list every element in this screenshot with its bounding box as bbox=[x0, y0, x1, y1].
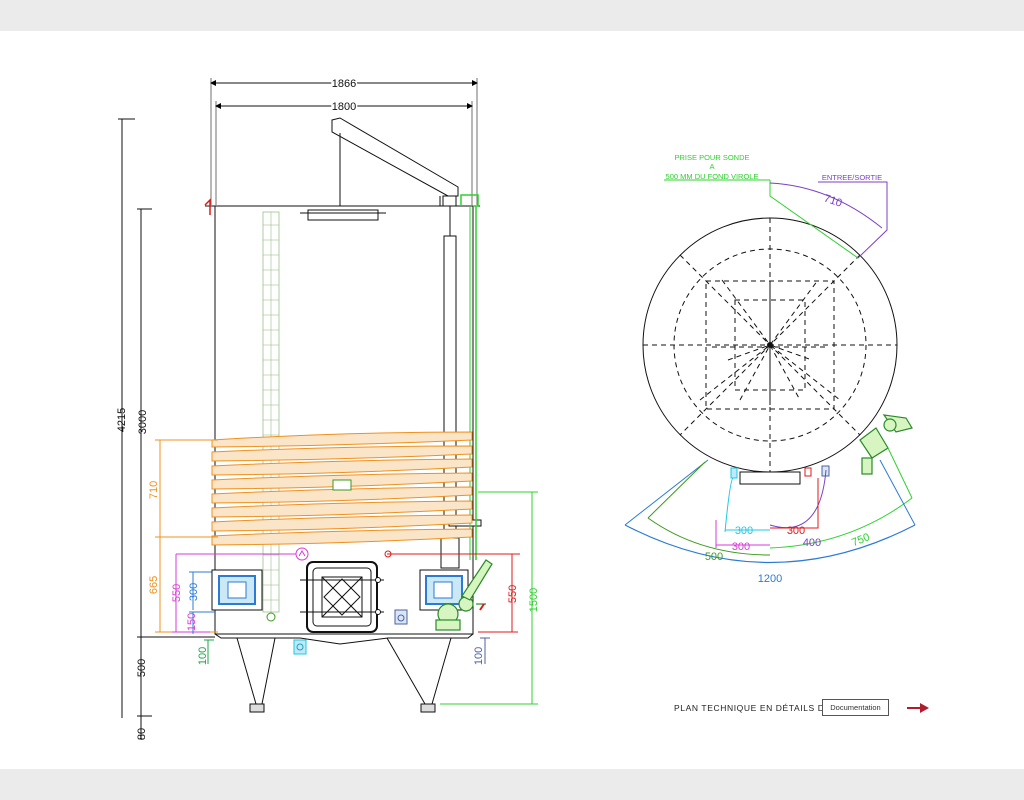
dim-coil-height: 710 bbox=[148, 481, 160, 499]
top-view-dimension-labels: 710 300 300 300 400 500 750 1200 bbox=[705, 193, 872, 585]
dim-right-550: 550 bbox=[507, 585, 519, 603]
dim-arc-710: 710 bbox=[822, 193, 843, 210]
drawing-sheet bbox=[0, 31, 1024, 769]
dim-door-inner: 300 bbox=[188, 583, 200, 601]
dim-cyan-300: 300 bbox=[735, 525, 753, 537]
dim-right-1500: 1500 bbox=[528, 588, 540, 612]
top-view-labels: PRISE POUR SONDE A 500 MM DU FOND VIROLE… bbox=[666, 153, 883, 182]
dim-low-outlet: 150 bbox=[186, 613, 198, 631]
dim-valve-left: 100 bbox=[197, 647, 209, 665]
dim-door-band: 550 bbox=[171, 584, 183, 602]
side-view bbox=[118, 78, 538, 740]
dim-red-300: 300 bbox=[787, 525, 805, 537]
dim-green-500: 500 bbox=[705, 551, 723, 563]
dim-total-height: 4215 bbox=[116, 408, 128, 432]
probe-note-line2: A bbox=[709, 162, 714, 171]
inlet-outlet-label: ENTREE/SORTIE bbox=[822, 173, 882, 182]
dim-overall-width: 1866 bbox=[332, 78, 356, 90]
dim-legs: 500 bbox=[136, 659, 148, 677]
probe-note-line1: PRISE POUR SONDE bbox=[674, 153, 749, 162]
documentation-button[interactable]: Documentation bbox=[822, 699, 889, 716]
top-view bbox=[624, 179, 916, 564]
dim-valve-right: 100 bbox=[473, 647, 485, 665]
probe-note-line3: 500 MM DU FOND VIROLE bbox=[666, 172, 759, 181]
arrow-right-icon[interactable] bbox=[906, 700, 930, 716]
dim-shell-height: 3000 bbox=[137, 410, 149, 434]
side-view-dimension-labels: 1866 1800 4215 3000 710 665 550 300 150 … bbox=[116, 77, 540, 741]
dim-body-width: 1800 bbox=[332, 101, 356, 113]
dim-violet-400: 400 bbox=[803, 537, 821, 549]
dim-feet: 80 bbox=[136, 728, 148, 740]
dim-green-750: 750 bbox=[850, 531, 872, 549]
documentation-label: PLAN TECHNIQUE EN DÉTAILS DANS bbox=[674, 703, 844, 713]
dim-magenta-300: 300 bbox=[732, 541, 750, 553]
dim-blue-1200: 1200 bbox=[758, 573, 782, 585]
dim-lower-band: 665 bbox=[148, 576, 160, 594]
